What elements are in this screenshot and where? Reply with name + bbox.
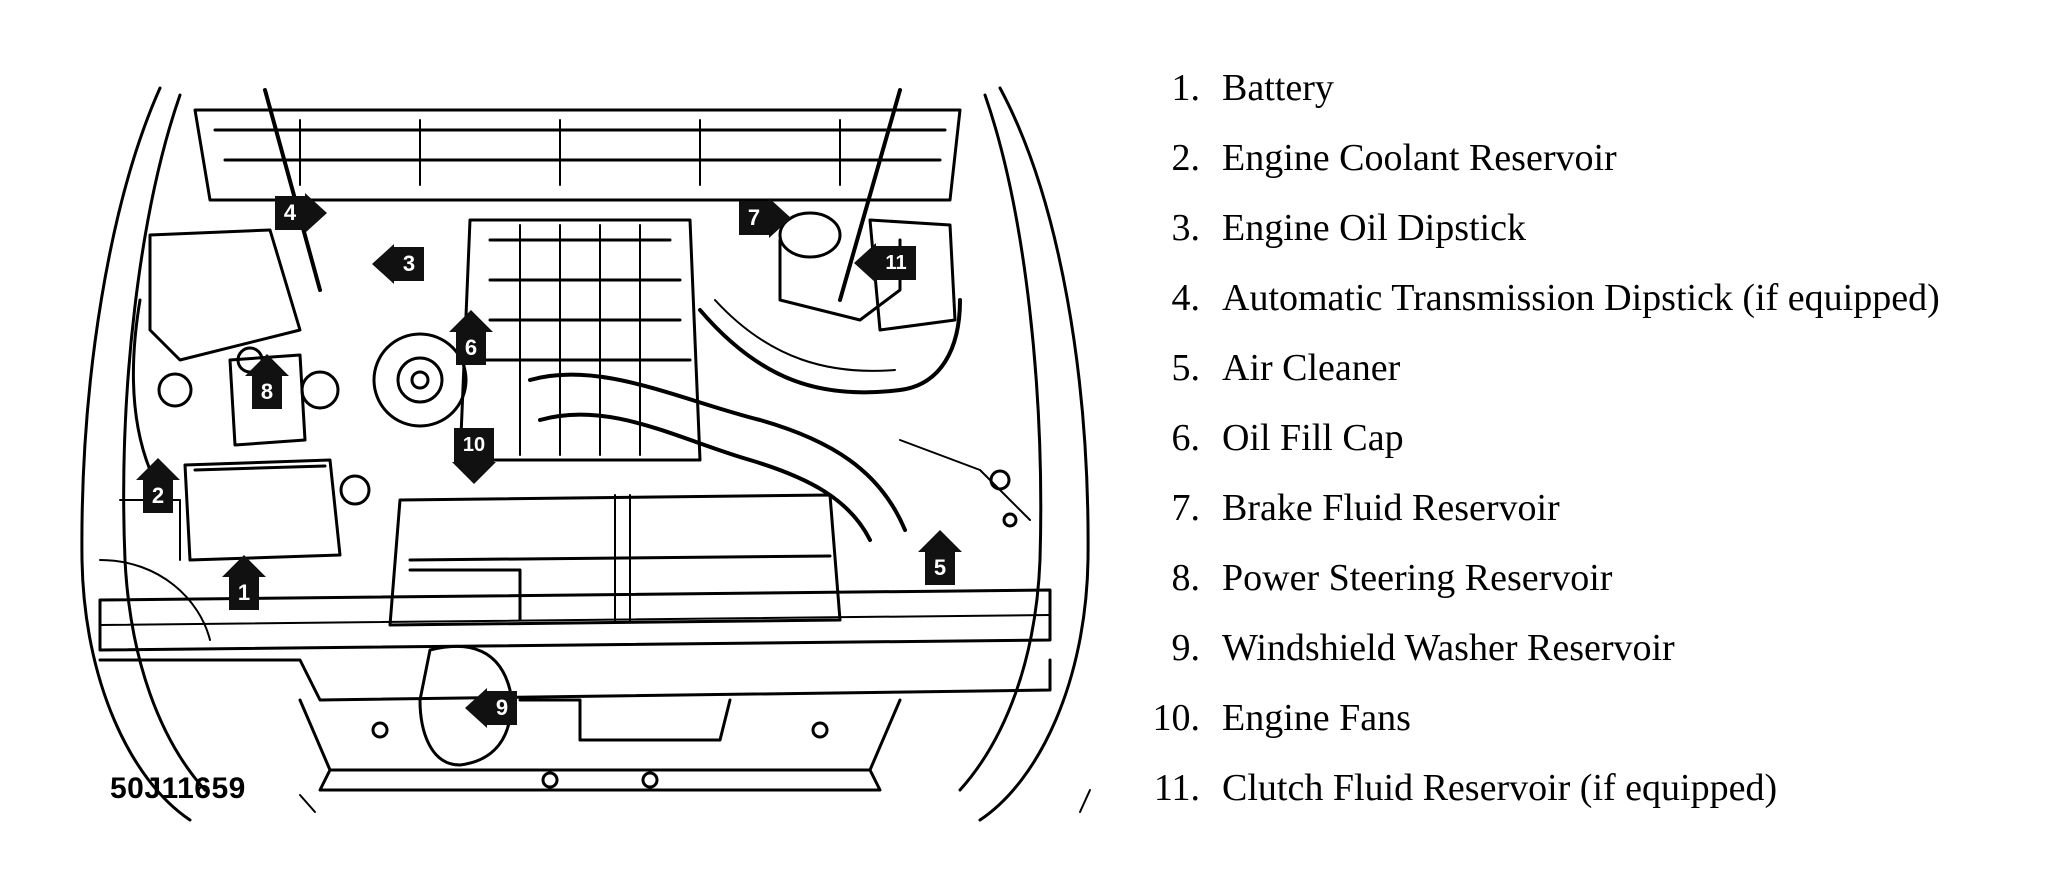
- legend-item-number: 7.: [1120, 482, 1222, 534]
- callout-11: 11: [876, 246, 916, 280]
- legend-item-label: Engine Oil Dipstick: [1222, 202, 1526, 254]
- legend-item: 2.Engine Coolant Reservoir: [1120, 132, 2060, 202]
- legend-item: 6.Oil Fill Cap: [1120, 412, 2060, 482]
- legend-item-label: Air Cleaner: [1222, 342, 1400, 394]
- inner-right-fender: [960, 95, 1041, 790]
- lower-front-panel: [300, 700, 900, 770]
- legend-item: 9.Windshield Washer Reservoir: [1120, 622, 2060, 692]
- legend-item-number: 5.: [1120, 342, 1222, 394]
- callout-6: 6: [456, 331, 486, 365]
- legend-item-number: 10.: [1120, 692, 1222, 744]
- legend-item-number: 9.: [1120, 622, 1222, 674]
- callout-2: 2: [143, 479, 173, 513]
- callout-9-arrow: [465, 688, 487, 728]
- callout-4-arrow: [305, 193, 327, 233]
- legend-item: 11.Clutch Fluid Reservoir (if equipped): [1120, 762, 2060, 832]
- legend-item: 4.Automatic Transmission Dipstick (if eq…: [1120, 272, 2060, 342]
- legend-item: 1.Battery: [1120, 62, 2060, 132]
- legend-item-number: 4.: [1120, 272, 1222, 324]
- legend-item: 8.Power Steering Reservoir: [1120, 552, 2060, 622]
- legend-item-number: 8.: [1120, 552, 1222, 604]
- engine-compartment-drawing: [0, 0, 1120, 891]
- legend-item: 10.Engine Fans: [1120, 692, 2060, 762]
- callout-3: 3: [394, 247, 424, 281]
- battery-case: [185, 460, 340, 560]
- figure-id: 50J11659: [110, 772, 246, 806]
- engine-block: [460, 220, 700, 460]
- callout-2-arrow: [136, 458, 180, 480]
- coolant-reservoir: [150, 230, 300, 360]
- callout-7: 7: [739, 201, 769, 235]
- callout-10-arrow: [452, 462, 496, 484]
- callout-1: 1: [229, 576, 259, 610]
- air-intake-duct: [530, 375, 905, 530]
- cowl-panel: [195, 110, 960, 200]
- engine-compartment-figure: 1 2 3 4 5 6 7 8 9 10 11 50J11659: [0, 0, 1120, 891]
- callout-6-arrow: [449, 310, 493, 332]
- legend-item-label: Oil Fill Cap: [1222, 412, 1404, 464]
- hood-strut-left: [265, 90, 320, 290]
- callout-7-arrow: [769, 198, 791, 238]
- legend-item-label: Windshield Washer Reservoir: [1222, 622, 1675, 674]
- legend-item-label: Automatic Transmission Dipstick (if equi…: [1222, 272, 1940, 324]
- legend-item-label: Engine Coolant Reservoir: [1222, 132, 1617, 184]
- callout-5-arrow: [918, 530, 962, 552]
- legend-item-number: 1.: [1120, 62, 1222, 114]
- legend-item: 3.Engine Oil Dipstick: [1120, 202, 2060, 272]
- legend-item-label: Engine Fans: [1222, 692, 1411, 744]
- component-legend: 1.Battery 2.Engine Coolant Reservoir 3.E…: [1120, 62, 2060, 832]
- inner-left-fender: [124, 95, 205, 790]
- legend-item-number: 3.: [1120, 202, 1222, 254]
- bumper-support: [100, 660, 1050, 700]
- callout-9: 9: [487, 691, 517, 725]
- legend-item: 5.Air Cleaner: [1120, 342, 2060, 412]
- legend-item-number: 11.: [1120, 762, 1222, 814]
- legend-item-number: 6.: [1120, 412, 1222, 464]
- callout-10: 10: [454, 428, 494, 462]
- legend-item-number: 2.: [1120, 132, 1222, 184]
- callout-8-arrow: [245, 354, 289, 376]
- alternator: [374, 334, 466, 426]
- callout-5: 5: [925, 551, 955, 585]
- left-fender-outline: [82, 88, 190, 820]
- legend-item-label: Battery: [1222, 62, 1334, 114]
- callout-4: 4: [275, 196, 305, 230]
- legend-item-label: Brake Fluid Reservoir: [1222, 482, 1560, 534]
- legend-item-label: Power Steering Reservoir: [1222, 552, 1612, 604]
- legend-item-label: Clutch Fluid Reservoir (if equipped): [1222, 762, 1777, 814]
- callout-8: 8: [252, 375, 282, 409]
- legend-item: 7.Brake Fluid Reservoir: [1120, 482, 2060, 552]
- callout-11-arrow: [854, 243, 876, 283]
- callout-3-arrow: [372, 244, 394, 284]
- right-fender-outline: [980, 88, 1088, 820]
- callout-1-arrow: [222, 555, 266, 577]
